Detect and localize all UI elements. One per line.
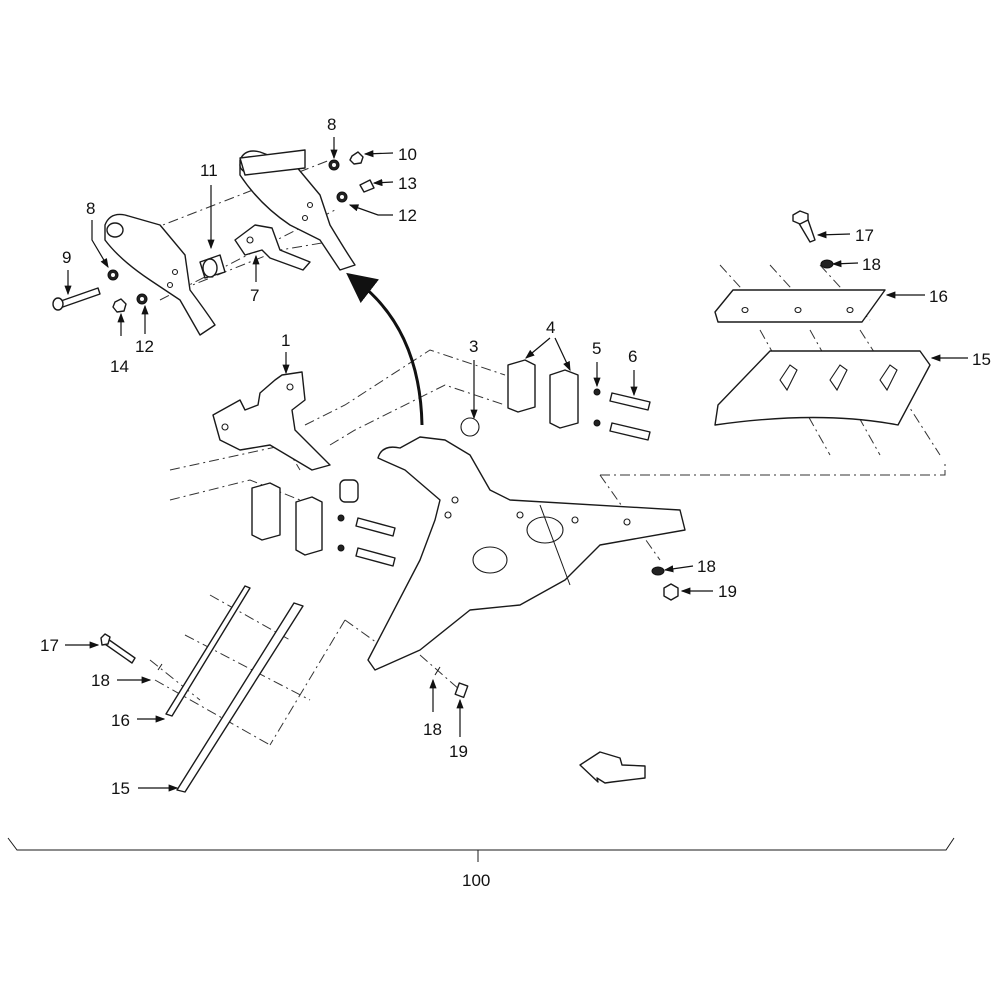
plate-16-left bbox=[165, 585, 251, 717]
callout-5: 5 bbox=[592, 339, 601, 358]
assembly-number: 100 bbox=[462, 871, 490, 890]
callout-12: 12 bbox=[135, 337, 154, 356]
bracket-1 bbox=[212, 371, 331, 471]
callout-18: 18 bbox=[862, 255, 881, 274]
callout-18: 18 bbox=[697, 557, 716, 576]
callout-17: 17 bbox=[40, 636, 59, 655]
callout-7: 7 bbox=[250, 286, 259, 305]
callout-16: 16 bbox=[929, 287, 948, 306]
plate-15-left bbox=[176, 602, 304, 793]
callout-12: 12 bbox=[398, 206, 417, 225]
plate-16-right bbox=[714, 289, 886, 323]
callout-8: 8 bbox=[86, 199, 95, 218]
callout-18: 18 bbox=[91, 671, 110, 690]
bolt-17-right bbox=[792, 210, 834, 269]
hardware-top bbox=[107, 151, 375, 313]
callout-15: 15 bbox=[972, 350, 991, 369]
callout-8: 8 bbox=[327, 115, 336, 134]
callout-1: 1 bbox=[281, 331, 290, 350]
callout-9: 9 bbox=[62, 248, 71, 267]
clamp-blocks-lower bbox=[251, 479, 359, 556]
assembly-bracket: 100 bbox=[7, 837, 955, 890]
plate-15-right bbox=[714, 350, 931, 426]
bolt-17-left bbox=[100, 633, 163, 671]
callout-16: 16 bbox=[111, 711, 130, 730]
rotation-arrow bbox=[346, 272, 424, 426]
callout-18: 18 bbox=[423, 720, 442, 739]
direction-arrow bbox=[579, 751, 646, 784]
leader-lines bbox=[64, 137, 968, 792]
bolt-9 bbox=[52, 287, 101, 311]
callout-14: 14 bbox=[110, 357, 129, 376]
callout-15: 15 bbox=[111, 779, 130, 798]
shaft bbox=[239, 149, 306, 176]
main-frame bbox=[367, 436, 686, 671]
bracket-7 bbox=[234, 224, 311, 271]
callout-11: 11 bbox=[200, 161, 218, 180]
callout-19: 19 bbox=[449, 742, 468, 761]
callout-labels: 8 10 13 12 11 8 9 7 14 12 1 3 4 5 6 18 1… bbox=[40, 115, 991, 798]
callout-4: 4 bbox=[546, 318, 555, 337]
bushing-11 bbox=[199, 254, 226, 279]
callout-10: 10 bbox=[398, 145, 417, 164]
screws bbox=[337, 388, 651, 567]
callout-6: 6 bbox=[628, 347, 637, 366]
callout-17: 17 bbox=[855, 226, 874, 245]
callout-13: 13 bbox=[398, 174, 417, 193]
clamp-blocks-upper bbox=[460, 359, 579, 437]
left-arm bbox=[104, 213, 216, 336]
hardware-bottom bbox=[434, 566, 679, 699]
callout-3: 3 bbox=[469, 337, 478, 356]
callout-19: 19 bbox=[718, 582, 737, 601]
